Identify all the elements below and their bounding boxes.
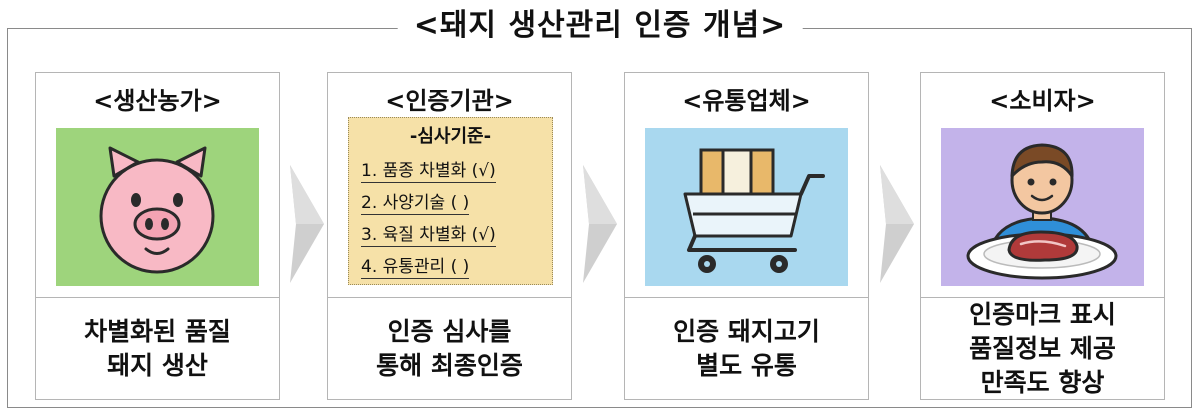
card-distributor: <유통업체> 인증 돼지고기 별도 유통 (624, 72, 869, 400)
criteria-title: -심사기준- (409, 126, 492, 147)
desc-line: 별도 유통 (696, 351, 797, 380)
card-title-producer: <생산농가> (93, 87, 222, 115)
desc-line: 만족도 향상 (980, 368, 1105, 397)
chevron-right-icon (880, 165, 914, 283)
criteria-item: 4. 유통관리 ( ) (361, 252, 470, 279)
card-title-certifier: <인증기관> (385, 87, 514, 115)
chevron-right-icon (290, 165, 324, 283)
criteria-item: 1. 품종 차별화 (√) (361, 156, 496, 183)
card-desc-producer: 차별화된 품질 돼지 생산 (36, 299, 279, 399)
card-title-consumer: <소비자> (989, 87, 1096, 115)
chevron-right-icon (583, 165, 617, 283)
card-title-distributor: <유통업체> (682, 87, 811, 115)
card-divider (328, 297, 571, 298)
card-desc-consumer: 인증마크 표시 품질정보 제공 만족도 향상 (921, 299, 1164, 399)
desc-line: 인증 심사를 (387, 317, 512, 346)
card-divider (921, 297, 1164, 298)
diagram-title: <돼지 생산관리 인증 개념> (397, 6, 803, 46)
card-consumer: <소비자> 인증마크 표시 품질정보 제공 만족도 향상 (920, 72, 1165, 400)
desc-line: 차별화된 품질 (84, 317, 231, 346)
card-certifier: <인증기관> -심사기준- 1. 품종 차별화 (√) 2. 사양기술 ( ) … (327, 72, 572, 400)
desc-line: 돼지 생산 (107, 351, 208, 380)
desc-line: 통해 최종인증 (376, 351, 523, 380)
criteria-box: -심사기준- 1. 품종 차별화 (√) 2. 사양기술 ( ) 3. 육질 차… (348, 117, 553, 285)
card-desc-certifier: 인증 심사를 통해 최종인증 (328, 299, 571, 399)
card-divider (36, 297, 279, 298)
criteria-item: 3. 육질 차별화 (√) (361, 220, 496, 247)
shopping-cart-with-box-icon (645, 128, 848, 286)
desc-line: 인증 돼지고기 (673, 317, 820, 346)
criteria-item: 2. 사양기술 ( ) (361, 188, 470, 215)
card-desc-distributor: 인증 돼지고기 별도 유통 (625, 299, 868, 399)
card-producer: <생산농가> 차별화된 품질 돼지 생산 (35, 72, 280, 400)
desc-line: 인증마크 표시 (969, 300, 1116, 329)
desc-line: 품질정보 제공 (969, 334, 1116, 363)
pig-face-icon (56, 128, 259, 286)
person-with-meat-plate-icon (941, 128, 1144, 286)
card-divider (625, 297, 868, 298)
